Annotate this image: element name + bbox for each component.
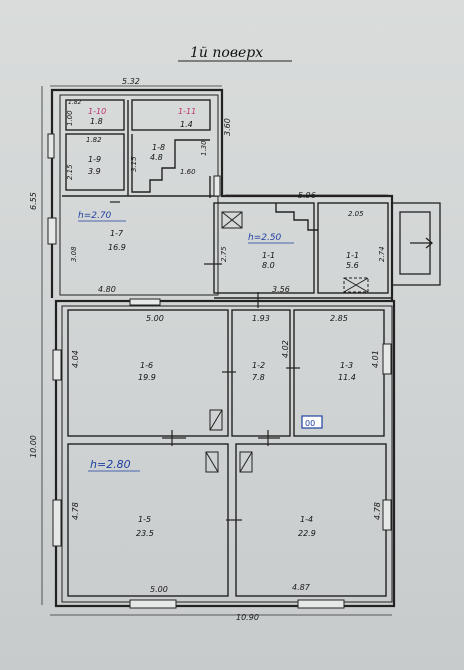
room-1-4-id: 1-4 [300,515,313,524]
room-1-10-area: 1.8 [90,117,103,126]
height-note-3: h=2.80 [90,458,131,471]
room-1-2-area: 7.8 [252,373,265,382]
room-1-11-id: 1-11 [178,107,196,116]
room-1-1b-id: 1-1 [346,251,359,260]
room-1-9-area: 3.9 [88,167,101,176]
dim-2-05: 2.05 [348,210,364,218]
room-1-10-id: 1-10 [88,107,106,116]
stoves [205,211,369,473]
windows [47,133,392,609]
dim-4-02: 4.02 [281,340,290,358]
dim-1-82: 1.82 [86,136,102,144]
dim-4-87: 4.87 [292,583,311,592]
room-1-1-area: 8.0 [262,261,275,270]
dim-3-15: 3.15 [130,156,138,172]
height-note-2: h=2.50 [248,233,282,243]
room-1-9-id: 1-9 [88,155,101,164]
dim-4-78-right: 4.78 [373,502,382,520]
room-1-5-area: 23.5 [136,529,154,538]
page-title: 1й поверх [190,45,263,61]
door-marks [110,201,300,521]
dim-2-15: 2.15 [66,164,74,180]
dim-2-85: 2.85 [330,314,348,323]
room-1-8-id: 1-8 [152,143,165,152]
dim-4-04: 4.04 [71,350,80,368]
lower-rooms-walls [67,309,387,597]
room-1-8-area: 4.8 [150,153,163,162]
dim-1-93: 1.93 [252,314,270,323]
dim-4-01: 4.01 [371,350,380,368]
dim-10-00: 10.00 [29,435,38,458]
room-1-7-id: 1-7 [110,229,124,238]
dim-1-82-small: 1.82 [68,99,82,106]
dim-left-wing: 6.55 [29,192,38,210]
dim-2-75: 2.75 [220,246,228,262]
dim-top-total: 5.32 [122,77,140,86]
dim-3-08: 3.08 [70,246,78,262]
entrance-porch [391,202,441,286]
dim-1-60: 1.60 [180,168,196,176]
room-1-11-area: 1.4 [180,120,193,129]
dim-4-78-left: 4.78 [71,502,80,520]
room-1-7-area: 16.9 [108,243,126,252]
dim-5-00-bottom: 5.00 [150,585,168,594]
dim-3-60: 3.60 [223,118,232,136]
room-1-1b-area: 5.6 [346,261,359,270]
dimension-lines [41,85,392,616]
meter-label: 00 [305,419,315,428]
small-rooms-walls [62,99,218,198]
middle-rooms-walls [213,202,392,299]
room-1-3-id: 1-3 [340,361,353,370]
height-note-1: h=2.70 [78,211,112,221]
outer-walls [50,88,396,608]
dim-3-56: 3.56 [272,285,290,294]
room-1-6-id: 1-6 [140,361,153,370]
room-1-5-id: 1-5 [138,515,151,524]
dim-5-00-top: 5.00 [146,314,164,323]
room-1-2-id: 1-2 [252,361,265,370]
dim-1-00: 1.00 [66,110,74,126]
dim-2-74: 2.74 [378,246,386,262]
dim-10-90: 10.90 [236,613,259,622]
meter-box [301,415,323,429]
room-1-3-area: 11.4 [338,373,356,382]
dim-1-30: 1.30 [200,140,208,156]
inner-wall-lines [59,94,393,603]
room-1-6-area: 19.9 [138,373,156,382]
dim-4-80: 4.80 [98,285,116,294]
dim-5-96: 5.96 [298,191,316,200]
room-1-4-area: 22.9 [298,529,316,538]
room-1-1-id: 1-1 [262,251,275,260]
